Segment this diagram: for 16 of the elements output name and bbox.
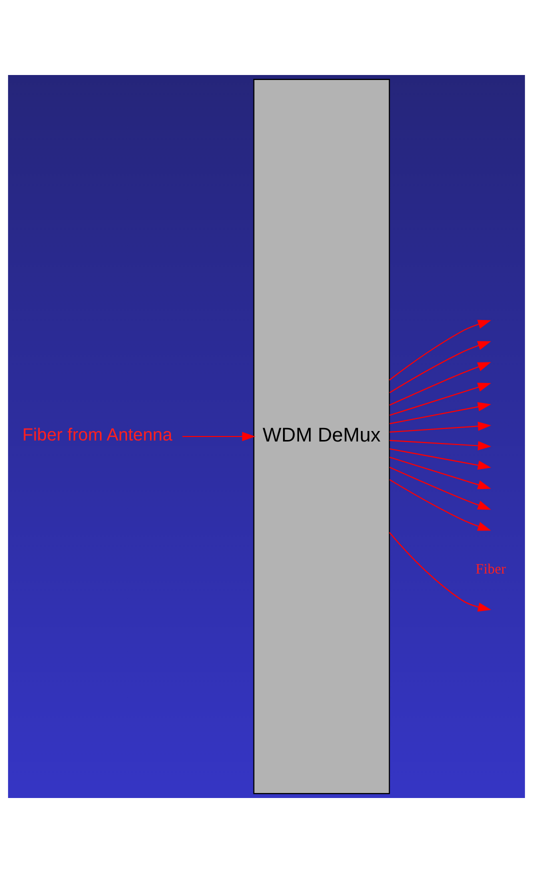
arrow — [390, 382, 492, 416]
arrow — [390, 421, 492, 432]
arrow — [389, 362, 492, 406]
arrow — [389, 340, 492, 393]
arrow — [389, 319, 492, 380]
arrow — [182, 431, 256, 441]
arrow — [390, 448, 492, 470]
arrow — [389, 466, 492, 510]
arrow — [390, 402, 492, 424]
arrow — [389, 532, 492, 612]
label: Fiber — [476, 561, 506, 578]
node-box: WDM DeMux — [253, 78, 390, 794]
arrow — [390, 439, 492, 450]
arrow — [390, 456, 492, 489]
arrow — [389, 478, 492, 530]
node-text: Fiber from Antenna — [22, 424, 172, 444]
